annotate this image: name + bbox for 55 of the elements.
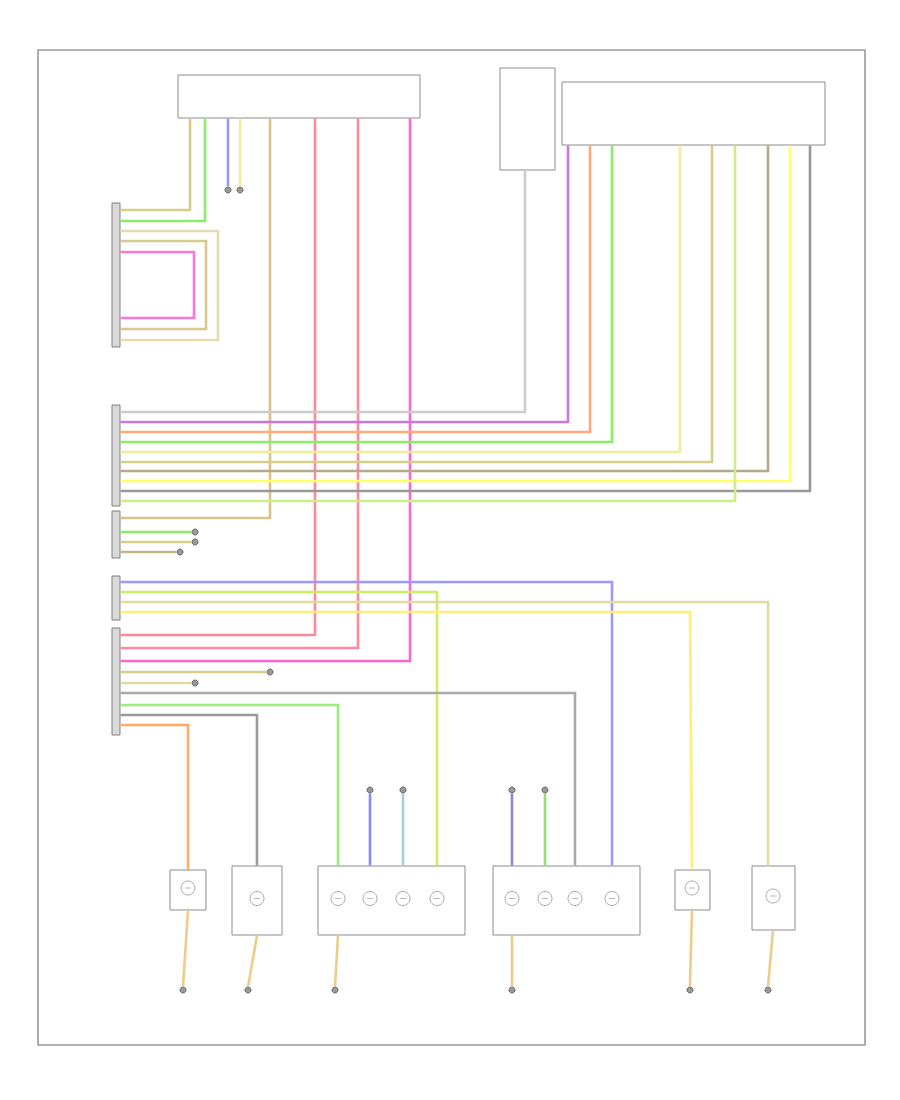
wire <box>543 793 547 866</box>
lamp-box <box>492 865 641 936</box>
wire <box>238 118 242 187</box>
wire <box>120 118 207 223</box>
wire <box>120 170 527 414</box>
ground-point <box>244 986 252 994</box>
wire <box>120 229 220 342</box>
wire <box>120 118 192 212</box>
wire <box>120 670 267 674</box>
ground-point <box>764 986 772 994</box>
wire <box>226 118 230 187</box>
ground-point <box>686 986 694 994</box>
wire <box>120 550 177 554</box>
component-box <box>177 74 421 119</box>
ground-point <box>179 986 187 994</box>
wire <box>120 118 272 520</box>
wire <box>120 118 317 637</box>
wire <box>766 930 775 987</box>
wire <box>181 910 190 987</box>
ground-point <box>331 986 339 994</box>
wire <box>246 935 259 987</box>
connector-bar <box>111 575 121 621</box>
wire <box>120 590 439 866</box>
wire <box>510 793 514 866</box>
wire <box>120 530 192 534</box>
lamp-box <box>317 865 466 936</box>
wire <box>120 691 577 866</box>
wire <box>120 540 192 544</box>
wire <box>120 118 360 650</box>
wire <box>120 239 208 331</box>
component-box <box>561 81 826 146</box>
connector-bar <box>111 202 121 348</box>
wire <box>368 793 372 866</box>
connector-bar <box>111 404 121 507</box>
connector-bar <box>111 510 121 559</box>
ground-point <box>508 986 516 994</box>
connector-bar <box>111 627 121 736</box>
lamp-box <box>169 869 207 911</box>
lamp-box <box>231 865 283 936</box>
wire <box>120 250 196 320</box>
wire <box>120 723 190 870</box>
wire <box>120 580 614 866</box>
wire <box>120 600 770 866</box>
lamp-box <box>751 865 796 931</box>
wire <box>333 935 340 987</box>
wire <box>120 703 340 866</box>
wire <box>401 793 405 866</box>
wire <box>120 610 694 870</box>
wire <box>120 681 192 685</box>
component-box <box>499 67 556 171</box>
lamp-box <box>674 869 711 911</box>
wire <box>510 935 514 987</box>
wire <box>120 118 412 663</box>
wire <box>120 713 259 866</box>
wire <box>688 910 694 987</box>
